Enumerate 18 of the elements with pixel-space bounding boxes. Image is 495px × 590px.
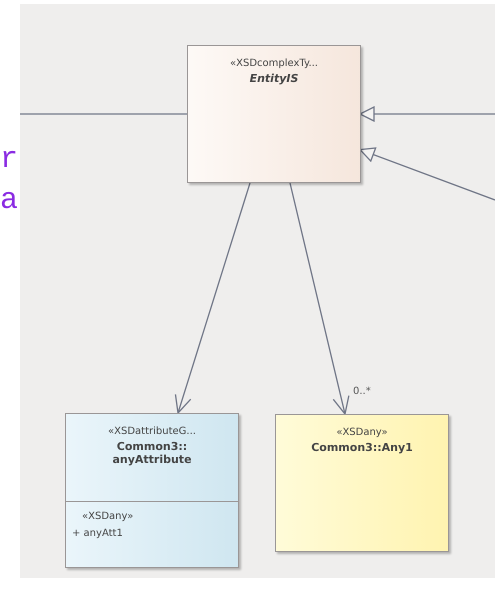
generalization-arrow [359,147,495,201]
attribute-text: + anyAtt1 [71,528,124,539]
stereotype-label: «XSDany» [81,511,134,522]
stereotype-label: «XSDcomplexTy... [229,58,319,69]
class-name: Common3:: anyAttribute [111,440,193,466]
class-box [187,45,361,183]
code-text: a [0,186,18,216]
generalization-arrow [359,106,495,122]
association-arrow [289,182,350,415]
association-arrow [174,182,251,414]
stereotype-label: «XSDany» [335,427,389,438]
class-name: EntityIS [248,72,300,85]
class-name: Common3::Any1 [310,441,414,454]
class-box [275,414,449,552]
code-text: r [0,145,18,175]
stereotype-label: «XSDattributeG... [107,426,197,437]
multiplicity-label: 0..* [353,386,371,397]
class-box [65,413,239,568]
